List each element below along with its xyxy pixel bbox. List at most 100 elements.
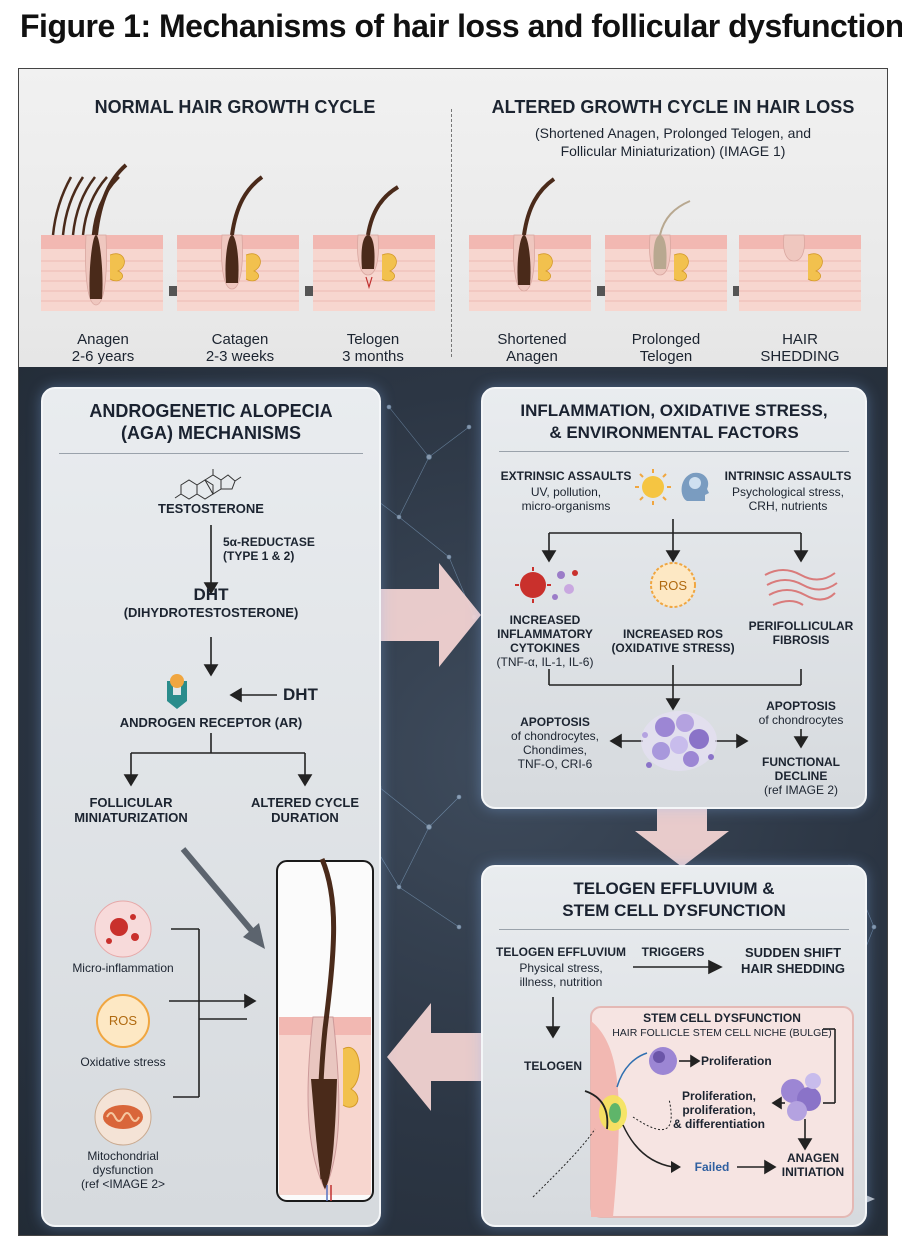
- figure-title: Figure 1: Mechanisms of hair loss and fo…: [20, 8, 902, 44]
- sebaceous-gland: [537, 253, 553, 282]
- failed-label: Failed: [694, 1160, 730, 1174]
- cycle-divider: [451, 109, 452, 357]
- telogen-title-1: TELOGEN EFFLUVIUM &: [573, 879, 775, 898]
- altered-cycle-subtitle-1: (Shortened Anagen, Prolonged Telogen, an…: [534, 125, 812, 141]
- sebaceous-gland: [807, 253, 823, 282]
- hair-shaft: [91, 176, 120, 236]
- stem-cell-title: STEM CELL DYSFUNCTION: [643, 1011, 801, 1025]
- micro-inflammation-label: Micro-inflammation: [72, 961, 174, 975]
- fibrosis-icon: [764, 569, 838, 606]
- androgen-receptor-label: ANDROGEN RECEPTOR (AR): [119, 715, 303, 730]
- extrinsic-title: EXTRINSIC ASSAULTS: [500, 469, 632, 483]
- normal-cycle-title: NORMAL HAIR GROWTH CYCLE: [94, 97, 376, 117]
- ros-badge: ROS: [108, 1013, 138, 1028]
- telogen-to-follicle-arrow: [387, 1003, 489, 1111]
- aga-title-rule: [59, 453, 363, 454]
- inflammation-flow-graphics: [515, 469, 838, 771]
- telogen-effluvium-title: TELOGEN EFFLUVIUM: [496, 945, 626, 959]
- hair-shaft: [61, 176, 85, 236]
- testosterone-label: TESTOSTERONE: [158, 501, 264, 516]
- intrinsic-line-2: CRH, nutrients: [748, 499, 828, 513]
- stage-arrow: [305, 286, 319, 296]
- mitochondria-icon: [103, 1105, 143, 1129]
- oxidative-stress-label: Oxidative stress: [80, 1055, 166, 1069]
- cytokine-cluster-icon: [515, 567, 578, 603]
- ros-circle: [96, 994, 150, 1048]
- hair-shaft: [366, 185, 400, 236]
- sun-icon: [635, 469, 671, 505]
- telogen-title-2: STEM CELL DYSFUNCTION: [562, 901, 786, 920]
- aga-panel: ANDROGENETIC ALOPECIA (AGA) MECHANISMS: [41, 387, 381, 1227]
- head-brain-icon: [681, 472, 709, 501]
- inflammation-title-1: INFLAMMATION, OXIDATIVE STRESS,: [520, 401, 828, 420]
- aga-to-inflammation-arrow: [379, 563, 481, 667]
- network-background: [356, 404, 877, 1219]
- hair-bulb: [517, 235, 531, 285]
- hair-bulb: [361, 235, 375, 269]
- reductase-label-1: 5α-REDUCTASE: [223, 535, 315, 549]
- dht-input-label: DHT: [283, 685, 318, 704]
- dht-full-label: (DIHYDROTESTOSTERONE): [123, 605, 299, 620]
- stem-cell-subtitle: HAIR FOLLICLE STEM CELL NICHE (BULGE): [612, 1027, 832, 1039]
- intrinsic-line-1: Psychological stress,: [731, 485, 845, 499]
- inflammation-panel: INFLAMMATION, OXIDATIVE STRESS, & ENVIRO…: [481, 387, 867, 809]
- reductase-label-2: (TYPE 1 & 2): [223, 549, 295, 563]
- dermal-papilla: [365, 276, 373, 290]
- hair-shaft: [71, 176, 96, 236]
- testosterone-structure-icon: [174, 469, 242, 500]
- aga-title-2: (AGA) MECHANISMS: [121, 423, 301, 443]
- ros-badge-2: ROS: [658, 578, 688, 593]
- sebaceous-gland: [245, 253, 261, 282]
- cycle-stage-illustrations: [41, 163, 861, 311]
- extrinsic-line-2: micro-organisms: [521, 499, 611, 513]
- hair-shaft: [659, 200, 691, 236]
- hair-shaft: [94, 163, 128, 236]
- proliferation-label: Proliferation: [701, 1054, 772, 1068]
- proliferation-differentiation-label: Proliferation,proliferation,& differenti…: [673, 1089, 765, 1131]
- ros-circle-2: [650, 562, 696, 608]
- hair-shaft: [230, 175, 264, 236]
- aga-title-1: ANDROGENETIC ALOPECIA: [89, 401, 333, 421]
- hair-shaft: [51, 176, 73, 236]
- intrinsic-title: INTRINSIC ASSAULTS: [724, 469, 852, 483]
- telogen-effluvium-line-2: illness, nutrition: [519, 975, 603, 989]
- inflammation-title-rule: [499, 451, 849, 452]
- dht-label: DHT: [193, 585, 229, 604]
- hair-shaft: [522, 177, 556, 236]
- follicle-sheath: [783, 234, 805, 262]
- hair-shaft: [81, 176, 108, 236]
- telogen-panel: TELOGEN EFFLUVIUM & STEM CELL DYSFUNCTIO…: [481, 865, 867, 1227]
- sebaceous-gland: [109, 253, 125, 282]
- apoptotic-cells-icon: [641, 711, 717, 771]
- telogen-label: TELOGEN: [523, 1059, 582, 1073]
- hair-bulb: [225, 235, 239, 283]
- inflammation-to-telogen-arrow: [635, 797, 729, 867]
- dividing-cells-icon: [781, 1073, 821, 1121]
- figure-frame: NORMAL HAIR GROWTH CYCLE ALTERED GROWTH …: [18, 68, 888, 1236]
- stage-arrow: [597, 286, 611, 296]
- telogen-title-rule: [499, 929, 849, 930]
- follicle-inset-illustration: [279, 858, 371, 1201]
- mechanisms-background: ANDROGENETIC ALOPECIA (AGA) MECHANISMS: [19, 367, 887, 1235]
- cytokine-icon: [106, 914, 139, 944]
- androgen-receptor-icon: [167, 674, 187, 709]
- hair-bulb: [653, 235, 667, 269]
- stage-arrow: [169, 286, 183, 296]
- ros-label: INCREASED ROS(OXIDATIVE STRESS): [611, 627, 735, 655]
- hair-bulb: [89, 235, 103, 299]
- sebaceous-gland: [673, 253, 689, 282]
